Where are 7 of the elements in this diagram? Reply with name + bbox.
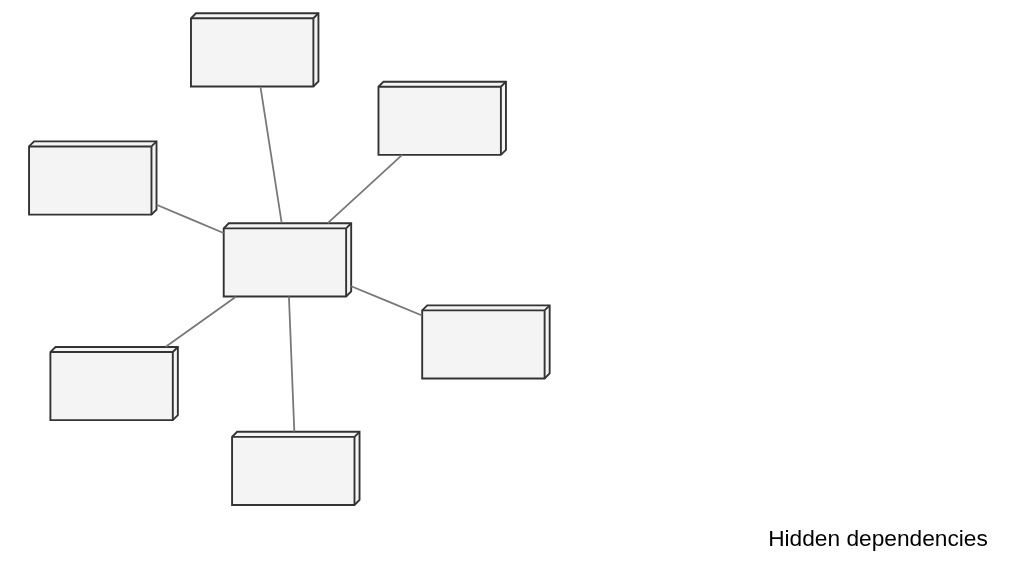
label: Hidden dependencies [767, 524, 988, 551]
connector [155, 203, 224, 234]
connector [287, 295, 295, 433]
connector [164, 295, 237, 348]
connector [259, 85, 283, 224]
connector [326, 154, 403, 224]
connector [349, 285, 423, 317]
